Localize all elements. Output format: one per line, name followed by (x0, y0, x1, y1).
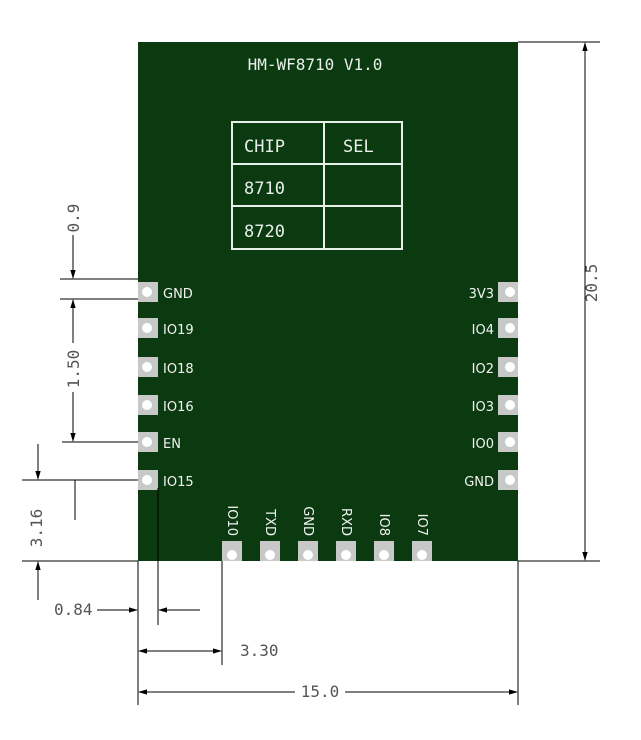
bottom-pin-label: RXD (338, 508, 353, 536)
left-pin-label: IO19 (163, 323, 194, 338)
pad-hole (505, 362, 515, 372)
module-board (138, 42, 518, 561)
bottom-pin-row: IO10 TXD GND RXD IO8 IO7 (222, 505, 432, 561)
module-title: HM-WF8710 V1.0 (248, 55, 383, 74)
dim-pad-offset-label: 0.84 (54, 600, 93, 619)
pad-hole (142, 287, 152, 297)
pad-hole (142, 400, 152, 410)
chip-select-table (231, 121, 403, 250)
dimension-lines (22, 41, 600, 705)
left-pin-label: IO18 (163, 362, 194, 377)
bottom-pin-label: IO7 (414, 514, 429, 536)
pad-hole (505, 437, 515, 447)
right-pin-column: 3V3 IO4 IO2 IO3 IO0 GND (464, 282, 518, 490)
dim-width-label: 15.0 (301, 682, 340, 701)
right-pin-label: IO3 (472, 400, 494, 415)
pad-hole (379, 550, 389, 560)
pad-hole (505, 475, 515, 485)
left-pin-label: IO16 (163, 400, 194, 415)
table-header-sel: SEL (343, 137, 374, 157)
right-pin-label: IO4 (472, 323, 494, 338)
right-pin-label: IO0 (472, 437, 494, 452)
table-cell-8710: 8710 (244, 179, 285, 199)
pad-hole (142, 362, 152, 372)
dim-height-label: 20.5 (582, 264, 601, 303)
left-pin-label: IO15 (163, 475, 194, 490)
pad-hole (505, 323, 515, 333)
pad-hole (505, 400, 515, 410)
dim-bottom-offset-label: 3.16 (27, 509, 46, 548)
pad-hole (303, 550, 313, 560)
table-header-chip: CHIP (244, 137, 285, 157)
right-pin-label: 3V3 (469, 287, 494, 302)
pad-hole (227, 550, 237, 560)
right-pin-label: GND (464, 475, 494, 490)
left-pin-label: EN (163, 437, 181, 452)
dim-pin-pitch-label: 1.50 (64, 350, 83, 389)
bottom-pin-label: GND (300, 506, 315, 536)
left-pin-label: GND (163, 287, 193, 302)
dim-top-offset-label: 0.9 (64, 204, 83, 233)
pad-hole (142, 323, 152, 333)
bottom-pin-label: IO10 (224, 505, 239, 536)
pad-hole (142, 437, 152, 447)
table-cell-8720: 8720 (244, 222, 285, 242)
right-pin-label: IO2 (472, 362, 494, 377)
bottom-pin-label: TXD (262, 508, 277, 536)
pad-hole (265, 550, 275, 560)
pad-hole (505, 287, 515, 297)
left-pin-column: GND IO19 IO18 IO16 EN IO15 (138, 282, 194, 490)
pad-hole (417, 550, 427, 560)
bottom-pin-label: IO8 (376, 514, 391, 536)
pad-hole (142, 475, 152, 485)
pad-hole (341, 550, 351, 560)
dim-bottom-pad-offset-label: 3.30 (240, 641, 279, 660)
